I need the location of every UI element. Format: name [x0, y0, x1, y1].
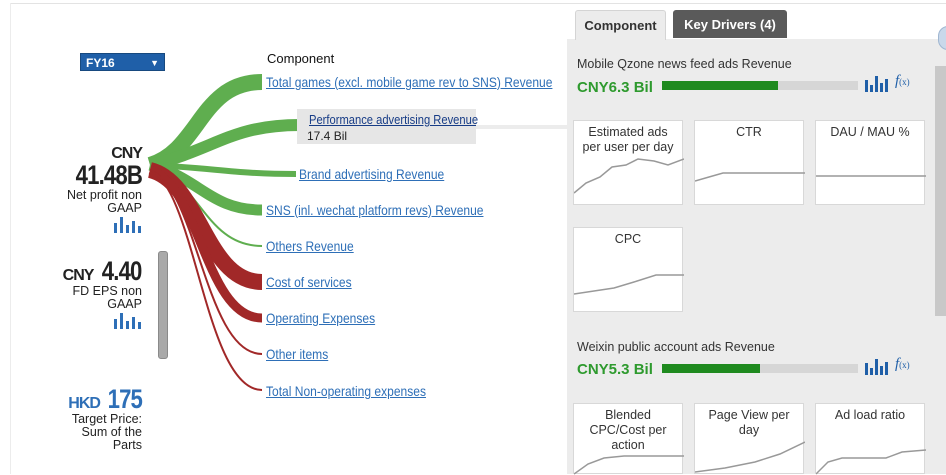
- driver-sparkline: [574, 158, 684, 194]
- dropdown-caret-icon: ▼: [150, 58, 159, 68]
- metric-currency: CNY: [62, 267, 95, 284]
- driver-card-label: Ad load ratio: [834, 408, 906, 422]
- metric-label: Sum of the: [81, 425, 142, 439]
- selection-connector: [476, 125, 572, 129]
- driver-card[interactable]: CTR: [694, 120, 805, 205]
- selected-node-value: 17.4 Bil: [307, 129, 348, 143]
- tree-node-brand[interactable]: Brand advertising Revenue: [299, 166, 445, 182]
- driver-sparkline: [816, 175, 926, 177]
- branch-non-operating: [149, 169, 263, 391]
- tree-node-other-items[interactable]: Other items: [266, 346, 329, 362]
- metric-value: 175: [107, 384, 143, 414]
- driver-sparkline: [695, 441, 805, 473]
- metric-eps[interactable]: CNY 4.40 FD EPS non GAAP: [40, 256, 143, 334]
- driver-card[interactable]: DAU / MAU %: [815, 120, 926, 205]
- function-icon[interactable]: f(x): [895, 73, 910, 89]
- tree-node-cost[interactable]: Cost of services: [266, 274, 352, 290]
- section-progress-bar: [662, 364, 858, 373]
- metric-label: Net profit non: [66, 188, 142, 202]
- driver-card-label: Estimated ads: [588, 125, 668, 139]
- driver-sparkline: [695, 172, 805, 182]
- metric-currency: HKD: [68, 395, 101, 412]
- period-dropdown[interactable]: FY16 ▼: [80, 53, 165, 71]
- scroll-handle[interactable]: [158, 251, 168, 359]
- tab-key-drivers[interactable]: Key Drivers (4): [673, 10, 787, 38]
- driver-card[interactable]: Estimated ads per user per day: [573, 120, 684, 205]
- tree-node-others[interactable]: Others Revenue: [266, 238, 354, 254]
- driver-card-label: action: [611, 438, 645, 452]
- branch-other-items: [149, 169, 263, 355]
- tree-node-opex[interactable]: Operating Expenses: [266, 310, 376, 326]
- function-icon[interactable]: f(x): [895, 356, 910, 372]
- bar-chart-icon[interactable]: [864, 74, 890, 92]
- metric-net-profit[interactable]: CNY41.48B Net profit non GAAP: [40, 145, 143, 238]
- metric-label: GAAP: [107, 297, 142, 311]
- metric-label: FD EPS non: [72, 284, 142, 298]
- section-value: CNY5.3 Bil: [577, 361, 653, 378]
- driver-card[interactable]: Blended CPC/Cost per action: [573, 403, 684, 475]
- driver-card-label: per user per day: [582, 140, 674, 154]
- tree-title: Component: [267, 51, 335, 66]
- section-progress-fill: [662, 364, 760, 373]
- section-title: Mobile Qzone news feed ads Revenue: [577, 57, 792, 71]
- driver-sparkline: [574, 274, 684, 295]
- driver-card-label: CTR: [736, 125, 762, 139]
- section-title: Weixin public account ads Revenue: [577, 340, 775, 354]
- tree-node-performance-selected[interactable]: Performance advertising Revenue 17.4 Bil: [297, 109, 479, 144]
- metric-target-price[interactable]: HKD 175 Target Price: Sum of the Parts: [40, 384, 143, 452]
- driver-card[interactable]: Page View per day: [694, 403, 805, 474]
- tree-node-sns[interactable]: SNS (inl. wechat platform revs) Revenue: [266, 202, 484, 218]
- metric-value: 41.48B: [75, 160, 143, 190]
- branch-opex: [148, 165, 263, 323]
- panel-scrollbar[interactable]: [935, 66, 946, 316]
- metric-label: Parts: [112, 438, 142, 452]
- metric-label: Target Price:: [71, 412, 142, 426]
- component-tree: [147, 74, 301, 391]
- bar-chart-icon[interactable]: [864, 357, 890, 375]
- tree-node-non-operating[interactable]: Total Non-operating expenses: [266, 383, 426, 399]
- driver-card[interactable]: CPC: [573, 227, 684, 312]
- section-progress-fill: [662, 81, 778, 90]
- bar-chart-icon[interactable]: [112, 311, 142, 329]
- period-dropdown-value: FY16: [86, 56, 115, 70]
- driver-card-label: day: [738, 423, 760, 437]
- section-value: CNY6.3 Bil: [577, 79, 653, 96]
- tree-node-games[interactable]: Total games (excl. mobile game rev to SN…: [266, 74, 553, 90]
- selected-node-label: Performance advertising Revenue: [309, 112, 479, 127]
- section-progress-bar: [662, 81, 858, 90]
- driver-card-label: Blended: [605, 408, 651, 422]
- branch-performance: [148, 119, 301, 171]
- bar-chart-icon[interactable]: [112, 215, 142, 233]
- driver-card-label: CPC: [614, 232, 642, 246]
- metric-value: 4.40: [102, 256, 143, 286]
- top-border: [10, 3, 946, 4]
- driver-sparkline: [816, 449, 926, 475]
- metric-currency: CNY: [111, 145, 143, 162]
- driver-sparkline: [574, 455, 684, 475]
- branch-brand: [149, 162, 297, 177]
- driver-card-label: DAU / MAU %: [830, 125, 910, 139]
- metric-label: GAAP: [107, 201, 142, 215]
- driver-card-label: CPC/Cost per: [589, 423, 667, 437]
- left-border: [10, 3, 11, 474]
- driver-card[interactable]: Ad load ratio: [815, 403, 926, 475]
- driver-card-label: Page View per: [708, 408, 790, 422]
- tab-component[interactable]: Component: [575, 10, 666, 40]
